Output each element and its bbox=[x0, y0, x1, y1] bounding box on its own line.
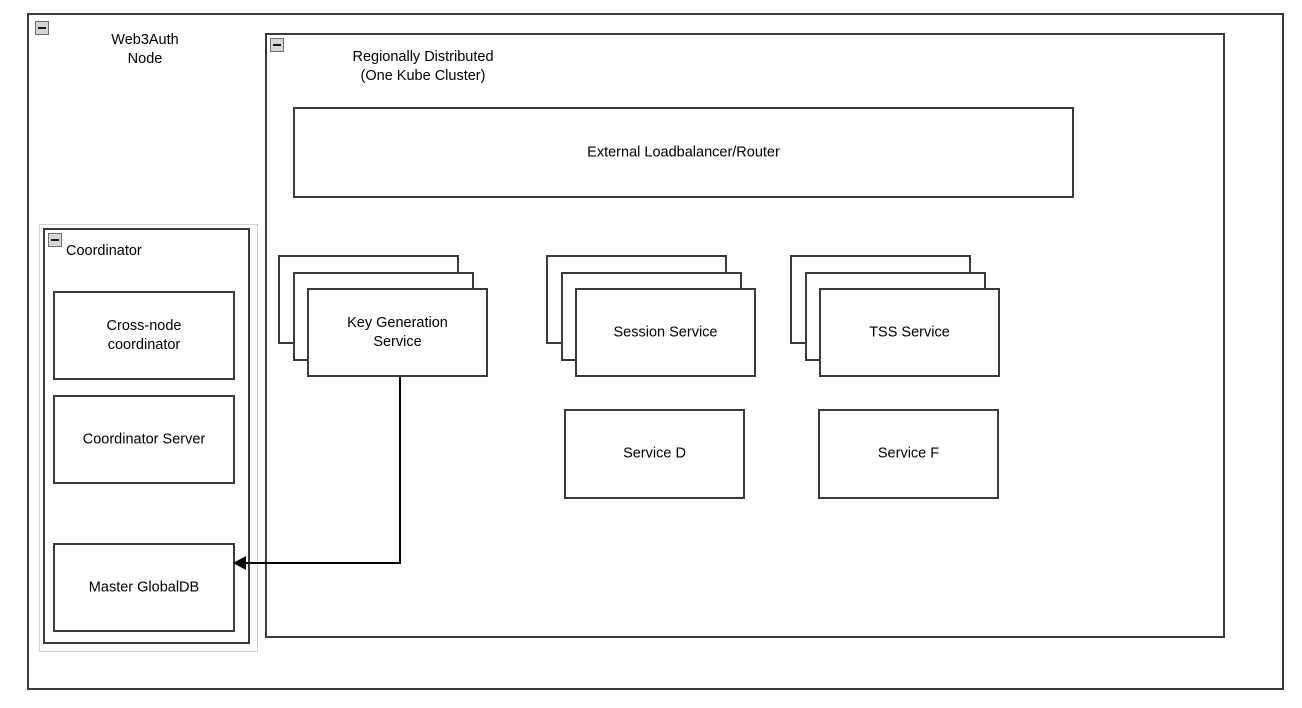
master-globaldb-label: Master GlobalDB bbox=[88, 579, 200, 595]
session-service-stack[interactable]: Session Service bbox=[546, 255, 757, 378]
keygen-to-globaldb-arrowhead bbox=[233, 556, 246, 570]
key-generation-service-replica-front[interactable]: Key Generation Service bbox=[307, 288, 488, 377]
session-service-label: Session Service bbox=[613, 324, 718, 340]
keygen-to-globaldb-horizontal-segment bbox=[244, 562, 401, 564]
key-generation-service-stack[interactable]: Key Generation Service bbox=[278, 255, 489, 378]
master-globaldb-box[interactable]: Master GlobalDB bbox=[53, 543, 235, 632]
coordinator-server-label: Coordinator Server bbox=[82, 431, 206, 447]
key-generation-service-label: Key Generation Service bbox=[347, 314, 448, 350]
web3auth-node-label: Web3Auth Node bbox=[111, 32, 179, 67]
external-loadbalancer-box[interactable]: External Loadbalancer/Router bbox=[293, 107, 1074, 198]
regionally-distributed-collapse-icon[interactable] bbox=[270, 38, 284, 52]
minus-glyph bbox=[273, 44, 281, 46]
coordinator-server-box[interactable]: Coordinator Server bbox=[53, 395, 235, 484]
regionally-distributed-label: Regionally Distributed (One Kube Cluster… bbox=[352, 49, 494, 84]
coordinator-collapse-icon[interactable] bbox=[48, 233, 62, 247]
cross-node-coordinator-box[interactable]: Cross-node coordinator bbox=[53, 291, 235, 380]
web3auth-node-collapse-icon[interactable] bbox=[35, 21, 49, 35]
minus-glyph bbox=[38, 27, 46, 29]
tss-service-stack[interactable]: TSS Service bbox=[790, 255, 1001, 378]
coordinator-label: Coordinator bbox=[66, 243, 142, 259]
keygen-to-globaldb-vertical-segment bbox=[399, 377, 401, 564]
minus-glyph bbox=[51, 239, 59, 241]
service-f-label: Service F bbox=[877, 445, 940, 462]
service-d-label: Service D bbox=[623, 445, 686, 462]
service-f-box[interactable]: Service F bbox=[818, 409, 999, 499]
cross-node-coordinator-label: Cross-node coordinator bbox=[106, 317, 182, 353]
tss-service-label: TSS Service bbox=[869, 324, 950, 340]
external-loadbalancer-label: External Loadbalancer/Router bbox=[587, 144, 780, 160]
service-d-box[interactable]: Service D bbox=[564, 409, 745, 499]
session-service-replica-front[interactable]: Session Service bbox=[575, 288, 756, 377]
tss-service-replica-front[interactable]: TSS Service bbox=[819, 288, 1000, 377]
